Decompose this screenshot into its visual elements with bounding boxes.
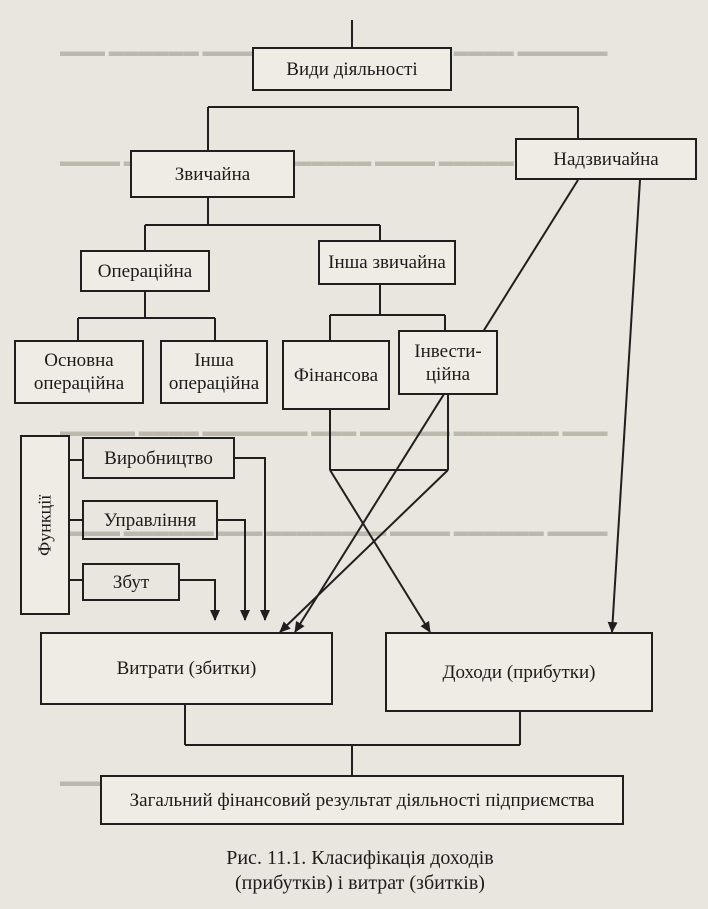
caption-line-2: (прибутків) і витрат (збитків) [235, 872, 485, 894]
investment-activity-box: Інвести-ційна [398, 330, 498, 395]
caption-line-1: Рис. 11.1. Класифікація доходів [226, 847, 494, 869]
income-box: Доходи (прибутки) [385, 632, 653, 712]
functions-box: Функції [20, 435, 70, 615]
operating-activity-box: Операційна [80, 250, 210, 292]
production-box: Виробництво [82, 437, 235, 479]
financial-activity-box: Фінансова [282, 340, 390, 410]
extraordinary-activity-box: Надзвичайна [515, 138, 697, 180]
expenses-box: Витрати (збитки) [40, 632, 333, 705]
other-operating-activity-box: Інша операційна [160, 340, 268, 404]
sales-box: Збут [82, 563, 180, 601]
ordinary-activity-box: Звичайна [130, 150, 295, 198]
management-box: Управління [82, 500, 218, 540]
types-of-activity-box: Види діяльності [252, 47, 452, 91]
other-ordinary-activity-box: Інша звичайна [318, 240, 456, 285]
figure-caption: Рис. 11.1. Класифікація доходів (прибутк… [160, 846, 560, 896]
overall-financial-result-box: Загальний фінансовий результат діяльност… [100, 775, 624, 825]
main-operating-activity-box: Основна операційна [14, 340, 144, 404]
